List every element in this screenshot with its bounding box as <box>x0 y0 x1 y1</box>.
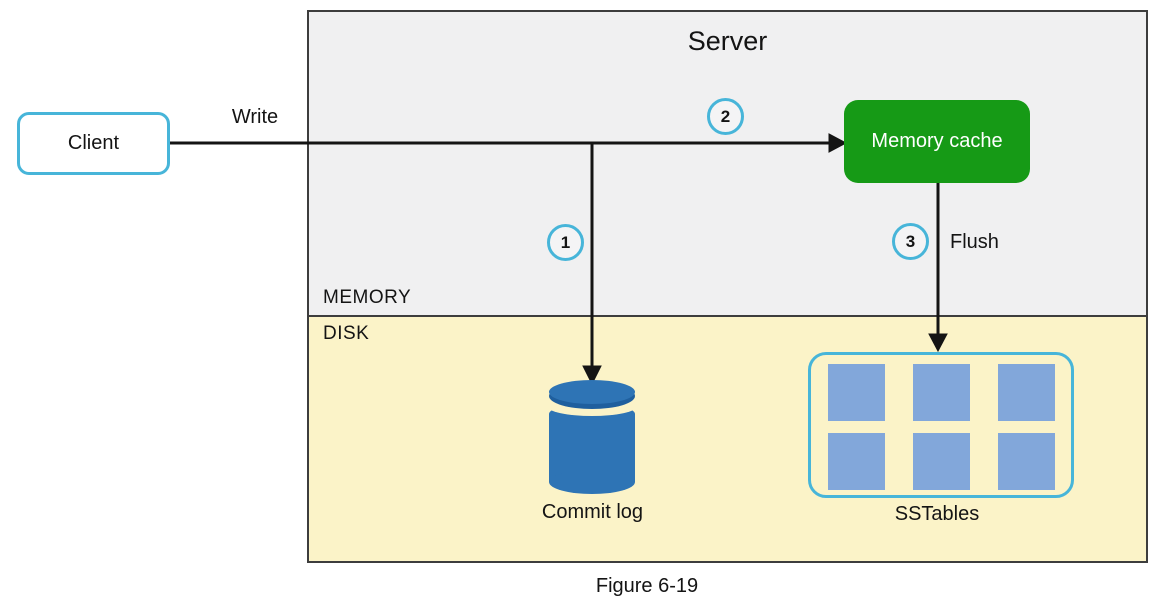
write-label: Write <box>231 106 279 128</box>
flush-label: Flush <box>950 231 999 253</box>
step-1-number: 1 <box>560 232 571 252</box>
sstable-segment <box>913 364 970 421</box>
sstable-segment <box>828 433 885 490</box>
memory-cache-label: Memory cache <box>871 130 1003 152</box>
step-2-badge: 2 <box>707 98 744 135</box>
figure-caption: Figure 6-19 <box>595 575 699 597</box>
commit-log-cylinder-icon <box>547 380 637 494</box>
step-3-badge: 3 <box>892 223 929 260</box>
sstable-segment <box>998 433 1055 490</box>
sstable-segment <box>998 364 1055 421</box>
step-1-badge: 1 <box>547 224 584 261</box>
disk-section-label: DISK <box>323 323 370 344</box>
client-box: Client <box>17 112 170 175</box>
sstables-box <box>808 352 1074 498</box>
client-label: Client <box>67 132 120 154</box>
sstables-label: SSTables <box>894 503 980 525</box>
memory-cache-box: Memory cache <box>844 100 1030 183</box>
commit-log-label: Commit log <box>541 501 644 523</box>
step-2-number: 2 <box>720 106 731 126</box>
sstable-segment <box>913 433 970 490</box>
server-title: Server <box>687 26 768 56</box>
step-3-number: 3 <box>905 231 916 251</box>
memory-section-label: MEMORY <box>323 287 412 308</box>
sstable-segment <box>828 364 885 421</box>
